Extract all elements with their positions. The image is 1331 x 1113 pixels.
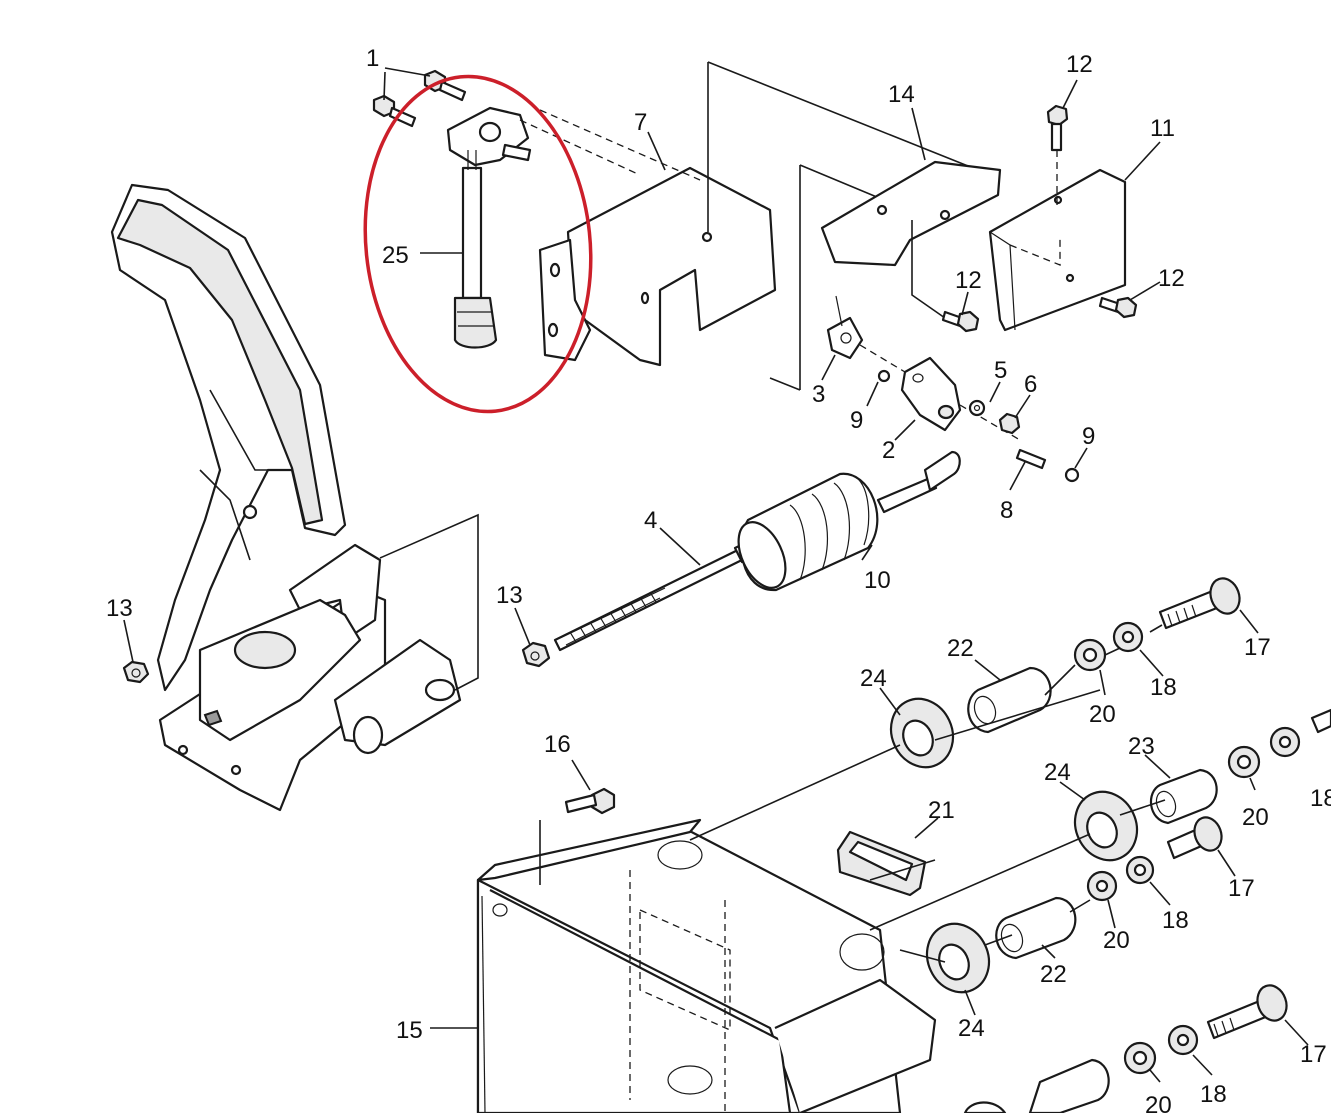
label-20-bottom: 20 (1145, 1092, 1172, 1113)
label-9-upper: 9 (850, 407, 863, 434)
screws-1 (372, 69, 467, 128)
washer-5 (968, 399, 986, 417)
label-16: 16 (544, 731, 571, 758)
bolt-12-middle (941, 310, 980, 333)
label-1: 1 (366, 45, 379, 72)
label-20-right: 20 (1242, 804, 1269, 831)
bolt-12-right (1098, 296, 1138, 319)
label-11: 11 (1150, 115, 1175, 142)
bolt-16 (539, 787, 616, 885)
bushing-24-middle (1073, 790, 1139, 862)
pedal-lever (110, 183, 347, 692)
label-5: 5 (994, 357, 1007, 384)
nut-6 (998, 412, 1021, 435)
label-22-bottom: 22 (1040, 961, 1067, 988)
label-24-top: 24 (860, 665, 887, 692)
label-20-top: 20 (1089, 701, 1116, 728)
label-2: 2 (882, 437, 895, 464)
washer-18-top (1112, 621, 1144, 653)
bolt-17-middle (1166, 816, 1223, 860)
label-21: 21 (928, 797, 955, 824)
part-labels: 1 25 7 14 12 11 12 12 3 9 2 5 6 9 8 4 10… (106, 45, 1331, 1113)
washer-20-right (1227, 745, 1261, 779)
label-24-middle: 24 (1044, 759, 1071, 786)
label-13-center: 13 (496, 582, 523, 609)
damper-10 (737, 450, 961, 592)
bracket-7 (538, 61, 999, 367)
label-12-middle: 12 (955, 267, 982, 294)
label-12-right: 12 (1158, 265, 1185, 292)
bushing-24-top (889, 697, 955, 769)
nut-13-left (122, 660, 150, 684)
washer-20-bottom (1123, 1041, 1157, 1075)
label-20-middle: 20 (1103, 927, 1130, 954)
spacer-23 (1150, 768, 1218, 825)
bushing-24-bottom (925, 922, 991, 994)
label-9-lower: 9 (1082, 423, 1095, 450)
label-22-top: 22 (947, 635, 974, 662)
pedal-bracket (158, 504, 479, 812)
washer-18-right (1269, 726, 1301, 758)
label-17-bottom: 17 (1300, 1041, 1327, 1068)
assembly-axis-lines (689, 624, 1166, 963)
spacer-22-top (967, 666, 1052, 734)
switch-rod-25 (446, 106, 641, 349)
nut-13-center (521, 641, 551, 668)
spacer-22-bottom (995, 896, 1077, 960)
label-18-bottom: 18 (1200, 1081, 1227, 1108)
plate-14 (820, 160, 1002, 319)
housing-15 (476, 818, 937, 1113)
bolt-17-partial (1310, 708, 1331, 734)
label-17-top: 17 (1244, 634, 1271, 661)
bolt-17-bottom (1206, 984, 1288, 1040)
seal-21 (836, 830, 927, 897)
label-8: 8 (1000, 497, 1013, 524)
washer-9-lower (1064, 467, 1080, 483)
lever-2 (859, 344, 1021, 441)
label-10: 10 (864, 567, 891, 594)
label-6: 6 (1024, 371, 1037, 398)
label-24-bottom: 24 (958, 1015, 985, 1042)
label-12-top: 12 (1066, 51, 1093, 78)
bolt-17-top (1158, 577, 1241, 630)
cover-11 (988, 168, 1127, 332)
bolt-12-top (1046, 104, 1069, 205)
label-18-middle: 18 (1162, 907, 1189, 934)
washer-18-middle (1125, 855, 1155, 885)
washer-20-middle (1086, 870, 1118, 902)
spacer-partial-bottom (963, 1058, 1110, 1113)
highlight-circle (363, 74, 593, 414)
leader-lines (123, 67, 1309, 1083)
pin-8 (1015, 448, 1047, 470)
washer-20-top (1073, 638, 1107, 672)
washer-18-bottom (1167, 1024, 1199, 1056)
label-17-middle: 17 (1228, 875, 1255, 902)
label-4: 4 (644, 507, 657, 534)
label-15: 15 (396, 1017, 423, 1044)
label-7: 7 (634, 109, 647, 136)
label-14: 14 (888, 81, 915, 108)
clip-3 (826, 295, 864, 360)
label-13-left: 13 (106, 595, 133, 622)
label-3: 3 (812, 381, 825, 408)
label-25: 25 (382, 242, 409, 269)
washer-9-upper (877, 369, 891, 383)
label-18-top: 18 (1150, 674, 1177, 701)
label-18-partial: 18 (1310, 785, 1331, 812)
label-23: 23 (1128, 733, 1155, 760)
